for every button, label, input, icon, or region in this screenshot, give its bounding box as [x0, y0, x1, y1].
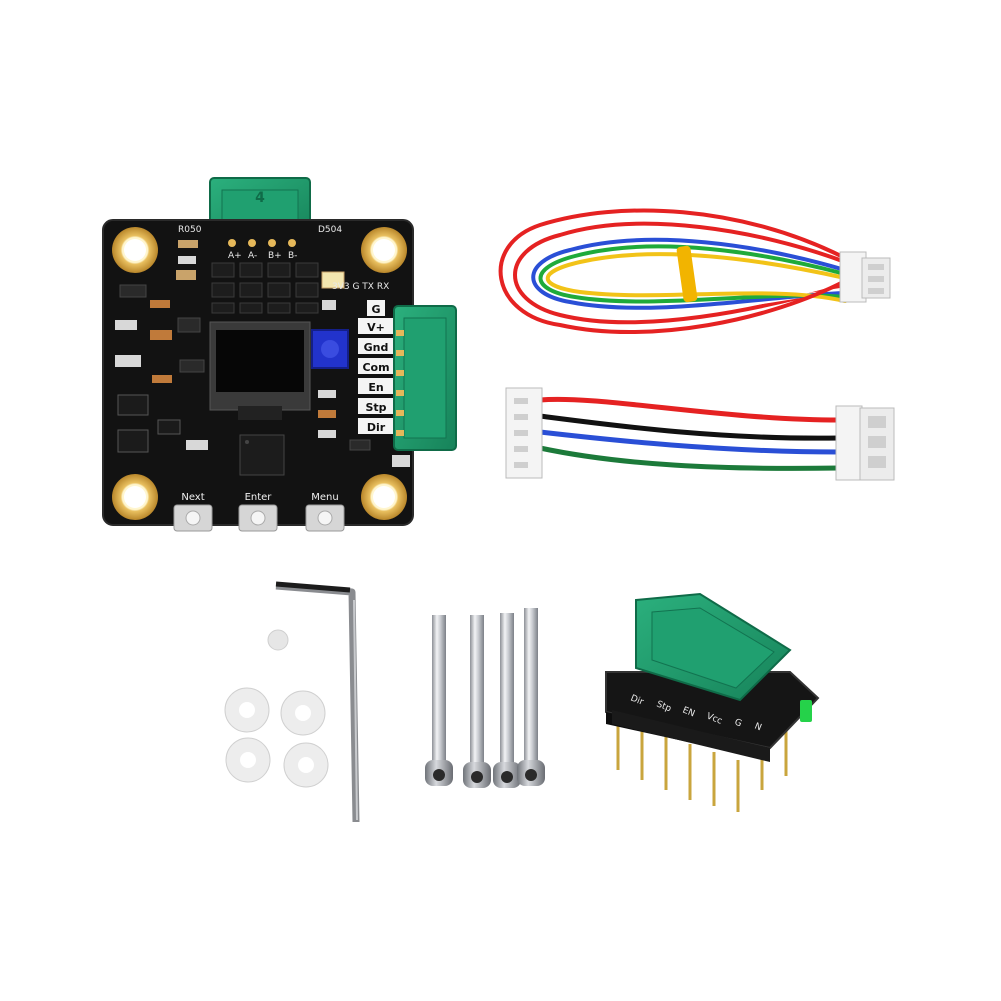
hex-key	[275, 581, 360, 823]
button-label-enter: Enter	[245, 492, 273, 503]
cable-tie	[676, 245, 698, 303]
control-connector	[393, 305, 457, 451]
motor-pin-a-minus: A-	[248, 251, 257, 261]
adapter-label-g: G	[733, 718, 743, 730]
pin-label-com: Com	[362, 361, 389, 374]
mosfet-array	[211, 262, 319, 314]
connector-digit: 4	[255, 190, 265, 206]
potentiometer	[311, 329, 349, 369]
button-menu: Menu	[305, 492, 345, 532]
mcu-chip	[239, 434, 285, 476]
button-next: Next	[173, 492, 213, 532]
adapter-label-en: EN	[681, 706, 696, 720]
uart-silk: 3V3 G TX RX	[332, 282, 389, 292]
screw	[517, 608, 545, 786]
long-cable	[498, 208, 847, 335]
motor-pin-b-minus: B-	[288, 251, 297, 261]
short-cable-connector-left	[505, 387, 543, 479]
short-cable	[537, 396, 843, 471]
screw	[425, 615, 453, 786]
small-spacer	[267, 629, 289, 651]
button-enter: Enter	[238, 492, 278, 532]
adapter-board: Dir Stp EN Vcc G N	[605, 592, 820, 812]
smd-components	[115, 240, 410, 467]
driver-board: 4 R050 D504 A+ A- B+ B-	[102, 177, 457, 532]
motor-pin-labels: A+ A- B+ B-	[228, 239, 297, 261]
short-cable-connector-right	[835, 405, 895, 481]
washers	[224, 629, 329, 788]
pin-label-en: En	[368, 381, 383, 394]
screw	[463, 615, 491, 788]
adapter-label-dir: Dir	[629, 694, 645, 708]
button-label-menu: Menu	[311, 492, 338, 503]
mounting-holes	[112, 227, 407, 520]
status-led	[800, 700, 812, 722]
silk-right: D504	[318, 225, 342, 235]
motor-pin-b-plus: B+	[268, 251, 282, 261]
g-label: G	[371, 303, 380, 316]
long-cable-connector	[839, 251, 891, 303]
screws	[425, 608, 545, 788]
adapter-connector	[635, 592, 792, 702]
oled-display	[209, 321, 311, 420]
pin-label-vplus: V+	[367, 321, 385, 334]
pin-label-stp: Stp	[365, 401, 386, 414]
pin-label-gnd: Gnd	[364, 341, 389, 354]
screw	[493, 613, 521, 788]
pin-label-dir: Dir	[367, 421, 386, 434]
button-label-next: Next	[181, 492, 204, 503]
motor-pin-a-plus: A+	[228, 251, 242, 261]
control-pin-labels: V+ Gnd Com En Stp Dir	[358, 318, 394, 434]
adapter-label-n: N	[753, 722, 763, 734]
silk-left: R050	[178, 225, 202, 235]
